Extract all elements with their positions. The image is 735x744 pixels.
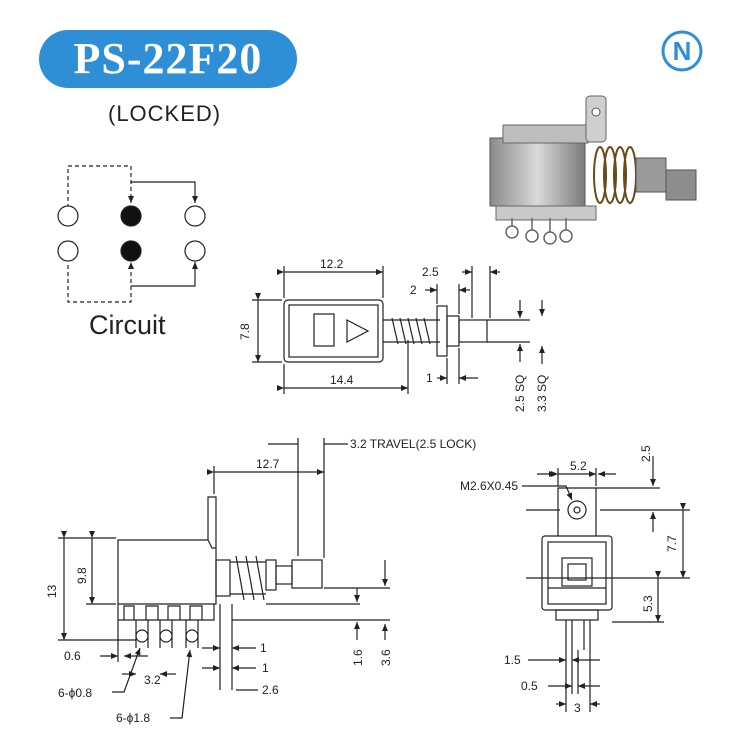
hole-large-label: 6-ϕ1.8 — [116, 711, 150, 725]
dim-2-6: 2.6 — [262, 683, 279, 697]
dim-3-2: 3.2 — [144, 673, 161, 687]
dim-3-6: 3.6 — [379, 649, 393, 666]
dim-5-2: 5.2 — [570, 459, 587, 473]
brand-logo: N — [661, 30, 703, 72]
dim-2-5-sq: 2.5 SQ — [513, 375, 527, 412]
hole-small-label: 6-ϕ0.8 — [58, 686, 92, 700]
end-view-labels: M2.6X0.45 5.2 2.5 7.7 5.3 1.5 0.5 3 — [460, 445, 679, 715]
model-title: PS-22F20 — [39, 30, 297, 88]
svg-text:N: N — [673, 36, 692, 66]
dim-3-3-sq: 3.3 SQ — [535, 375, 549, 412]
top-view-drawing — [252, 266, 545, 394]
travel-note: 3.2 TRAVEL(2.5 LOCK) — [350, 437, 476, 451]
dim-2: 2 — [410, 283, 417, 297]
end-view-drawing — [522, 456, 690, 712]
dim-0-5: 0.5 — [521, 679, 538, 693]
top-view-labels: 12.2 14.4 7.8 2.5 2 1 2.5 SQ 3.3 SQ — [238, 257, 549, 412]
dim-1-6: 1.6 — [351, 649, 365, 666]
dim-1-b: 1 — [262, 661, 269, 675]
dim-9-8: 9.8 — [75, 567, 89, 584]
dim-3: 3 — [574, 701, 581, 715]
dim-1: 1 — [426, 371, 433, 385]
dim-2-5: 2.5 — [422, 265, 439, 279]
circuit-label: Circuit — [89, 310, 166, 340]
dim-5-3: 5.3 — [641, 595, 655, 612]
side-view-drawing — [58, 438, 390, 719]
dim-14-4: 14.4 — [330, 373, 354, 387]
dim-1-a: 1 — [260, 641, 267, 655]
dim-1-5: 1.5 — [504, 653, 521, 667]
dim-12-7: 12.7 — [256, 457, 280, 471]
dim-12-2: 12.2 — [320, 257, 344, 271]
locked-subtitle: (LOCKED) — [108, 101, 222, 126]
product-photo — [489, 95, 697, 245]
dim-2-5-end: 2.5 — [639, 445, 653, 462]
dim-13: 13 — [45, 584, 59, 598]
dim-7-8: 7.8 — [238, 323, 252, 340]
screw-label: M2.6X0.45 — [460, 479, 518, 493]
circuit-diagram — [57, 165, 206, 303]
dim-7-7: 7.7 — [665, 535, 679, 552]
dim-0-6: 0.6 — [64, 649, 81, 663]
side-view-labels: 3.2 TRAVEL(2.5 LOCK) 12.7 13 9.8 0.6 3.2… — [45, 437, 476, 725]
